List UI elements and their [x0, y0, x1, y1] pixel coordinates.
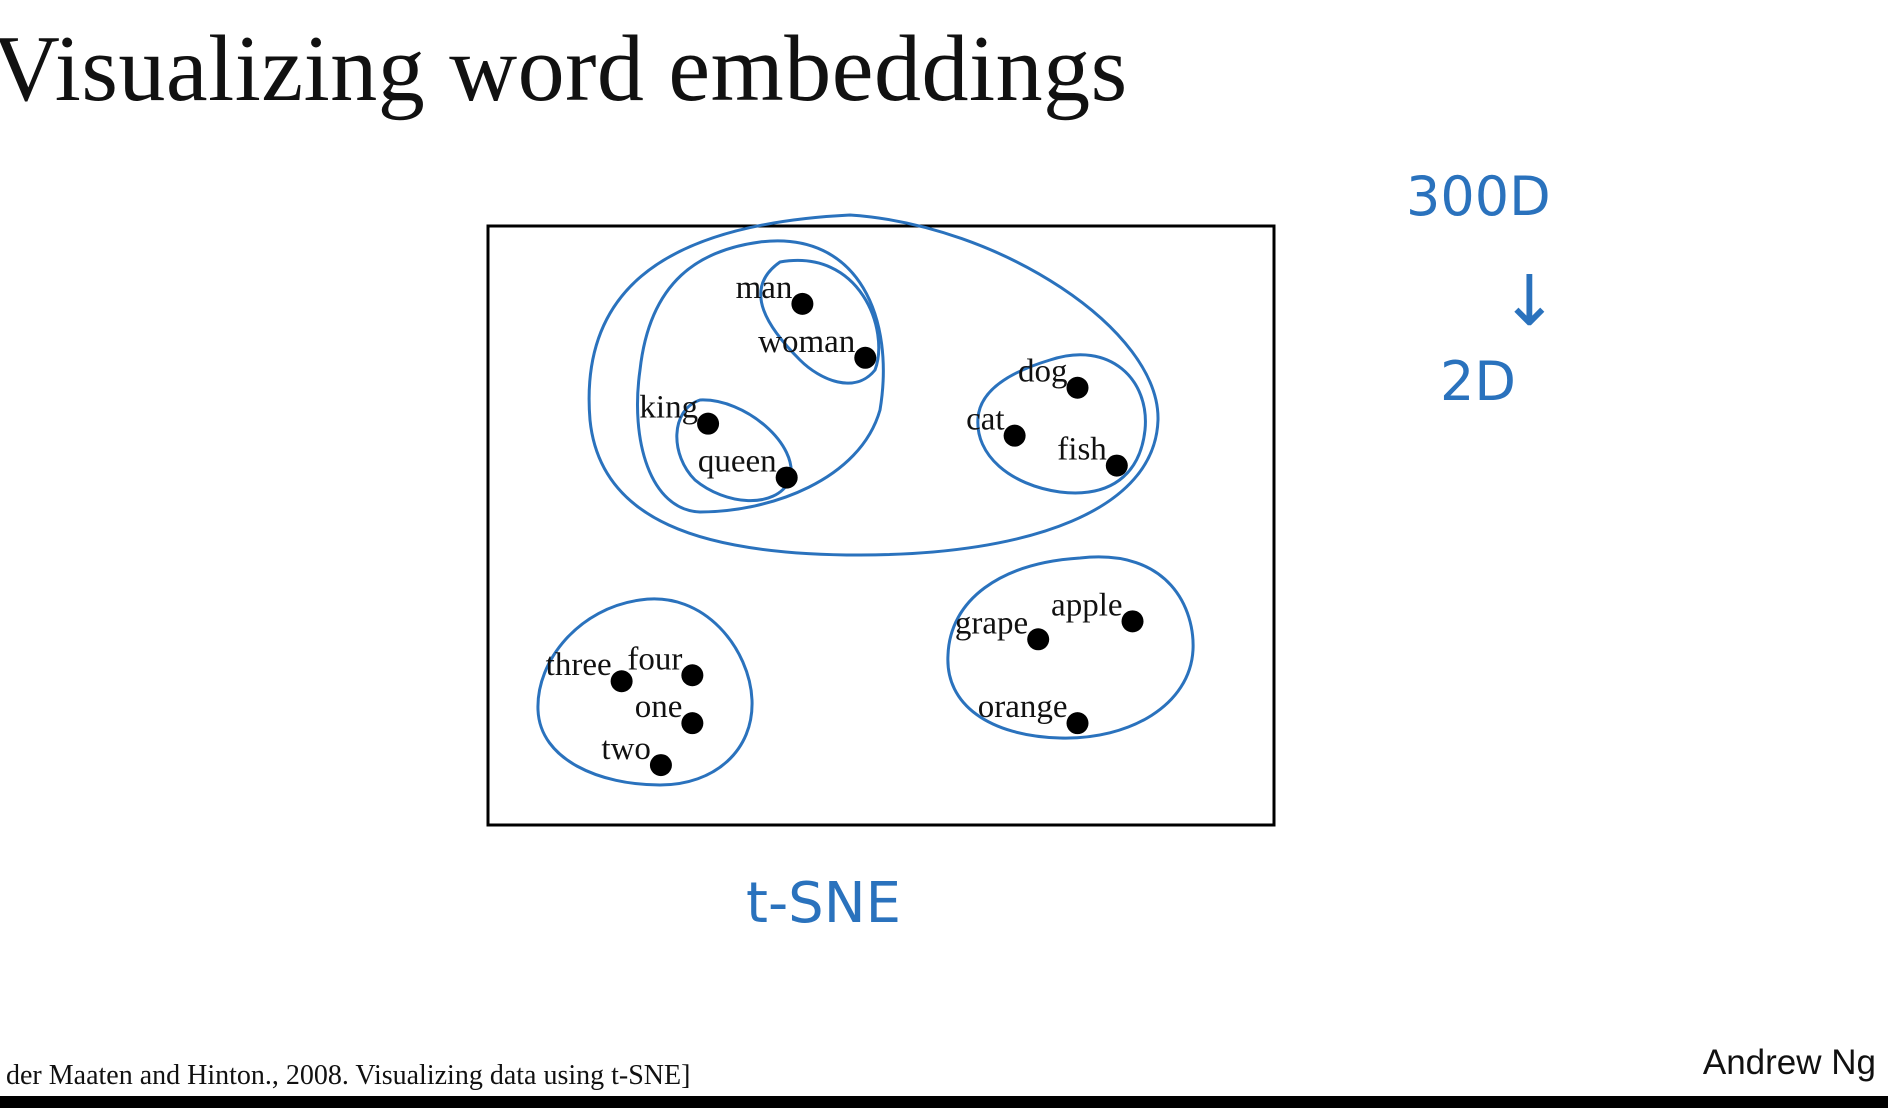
cluster-outline-people: [636, 239, 885, 514]
point-label-queen: queen: [698, 444, 777, 480]
down-arrow-icon: ↓: [1500, 260, 1559, 342]
data-point-queen: [775, 466, 798, 489]
data-point-woman: [854, 346, 877, 369]
dimension-2d-label: 2D: [1440, 350, 1516, 413]
cluster-outline-man-woman: [759, 258, 881, 385]
data-point-dog: [1066, 376, 1089, 399]
data-point-apple: [1121, 610, 1144, 633]
method-tsne-label: t-SNE: [746, 871, 901, 936]
dimension-300d-label: 300D: [1406, 165, 1551, 228]
data-point-one: [681, 712, 704, 735]
point-label-grape: grape: [955, 605, 1028, 641]
point-label-apple: apple: [1051, 587, 1122, 623]
data-point-fish: [1105, 454, 1128, 477]
point-label-cat: cat: [966, 402, 1004, 438]
cluster-outline-animals: [976, 353, 1147, 495]
data-point-king: [697, 412, 720, 435]
point-label-four: four: [627, 641, 682, 677]
point-label-woman: woman: [758, 324, 855, 360]
plot-frame: [486, 224, 1276, 827]
bottom-bar: [0, 1096, 1888, 1108]
point-label-fish: fish: [1057, 432, 1107, 468]
cluster-outline-king-queen: [675, 398, 793, 503]
point-label-orange: orange: [978, 689, 1068, 725]
point-label-king: king: [639, 390, 698, 426]
cluster-outline-fruits: [946, 555, 1195, 740]
cluster-outline-living-things: [587, 213, 1160, 557]
point-label-one: one: [635, 689, 683, 725]
data-point-three: [610, 670, 633, 693]
author-name: Andrew Ng: [1702, 1043, 1876, 1082]
slide-title: Visualizing word embeddings: [0, 17, 1128, 121]
cluster-outline-numbers: [536, 597, 754, 787]
point-label-dog: dog: [1018, 354, 1068, 390]
data-point-four: [681, 664, 704, 687]
data-point-man: [791, 292, 814, 315]
data-point-grape: [1027, 628, 1050, 651]
citation: der Maaten and Hinton., 2008. Visualizin…: [6, 1060, 691, 1091]
point-label-three: three: [546, 647, 612, 683]
data-point-two: [649, 754, 672, 777]
point-label-man: man: [736, 270, 793, 306]
data-point-cat: [1003, 424, 1026, 447]
data-point-orange: [1066, 712, 1089, 735]
point-label-two: two: [601, 731, 651, 767]
